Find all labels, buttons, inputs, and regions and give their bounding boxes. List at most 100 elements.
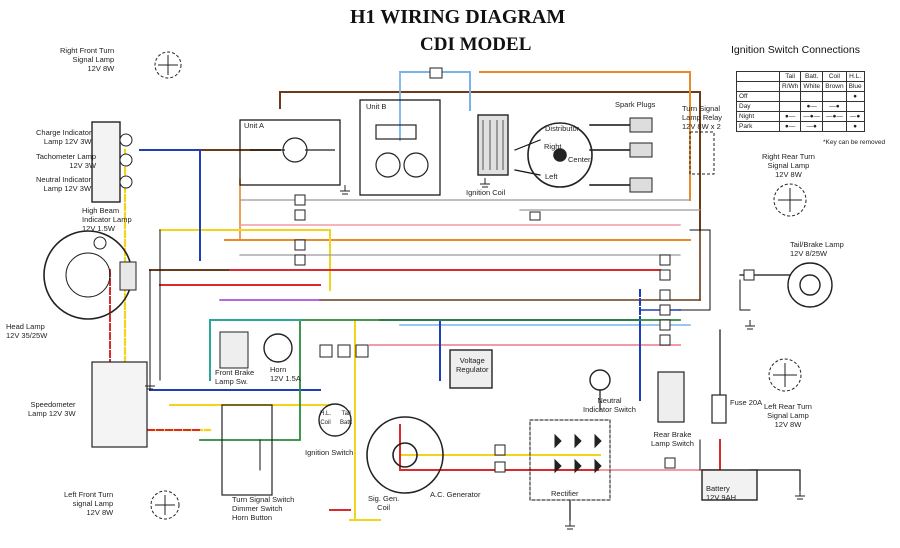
right-front-turn-lamp (154, 51, 182, 79)
label-fuse: Fuse 20A (730, 398, 763, 407)
label-right-front-turn: Right Front Turn Signal Lamp 12V 8W (60, 46, 115, 73)
label-unit-b: Unit B (366, 102, 387, 111)
rear-brake-switch (657, 371, 685, 423)
table-cell (736, 71, 780, 82)
label-high-beam: High Beam Indicator Lamp 12V 1.5W (82, 206, 132, 233)
black-wire (529, 419, 611, 501)
table-row-label: Park (736, 121, 780, 132)
neutral-indicator-switch (589, 369, 611, 391)
label-turn-signal-relay: Turn Signal Lamp Relay 12V 8W x 2 (682, 104, 723, 131)
table-row: Day ●——● (736, 101, 865, 112)
table-cell (736, 81, 780, 92)
table-header-tail: Tail (778, 71, 802, 82)
label-rear-brake-sw: Rear Brake Lamp Switch (651, 430, 694, 448)
label-head-lamp: Head Lamp 12V 35/25W (6, 322, 48, 340)
front-brake-switch (219, 331, 249, 369)
unit-b (375, 124, 429, 178)
ignition-connections-table: Tail Batt. Coil H.L. R/Wh White Brown Bl… (736, 71, 865, 132)
table-row-label: Day (736, 101, 780, 112)
label-left-rear-turn: Left Rear Turn Signal Lamp 12V 8W (764, 402, 812, 429)
label-ignition-coil: Ignition Coil (466, 188, 506, 197)
table-row: Tail Batt. Coil H.L. (736, 71, 865, 82)
label-ignition-switch: Ignition Switch (305, 448, 354, 457)
label-left: Left (545, 172, 558, 181)
blue-wire (379, 319, 641, 401)
lightblue-wire (399, 71, 471, 111)
ignition-coil (477, 114, 509, 176)
label-tail-brake: Tail/Brake Lamp 12V 8/25W (790, 240, 844, 258)
table-wire-color: White (800, 81, 824, 92)
black-wire (739, 279, 751, 311)
left-rear-turn-lamp (768, 358, 802, 392)
red-wire (399, 424, 601, 471)
table-wire-color: Blue (845, 81, 865, 92)
label-charge-indicator: Charge Indicator Lamp 12V 3W (36, 128, 92, 146)
brown-wire (279, 91, 701, 231)
table-header-batt: Batt. (800, 71, 824, 82)
green-wire (199, 319, 681, 441)
table-wire-color: Brown (822, 81, 847, 92)
handlebar-switch-box (221, 404, 273, 496)
left-front-turn-lamp (150, 490, 180, 520)
table-row: R/Wh White Brown Blue (736, 81, 865, 92)
ground-symbols (145, 178, 805, 530)
ignition-switch (318, 403, 352, 437)
label-front-brake-sw: Front Brake Lamp Sw. (215, 368, 255, 386)
label-sw-tail-batt: Tail Batt. (340, 411, 353, 426)
label-handlebar-switches: Turn Signal Switch Dimmer Switch Horn Bu… (232, 495, 295, 522)
table-header-coil: Coil (822, 71, 847, 82)
blue-wire (139, 149, 201, 261)
label-left-front-turn: Left Front Turn signal Lamp 12V 8W (64, 490, 114, 517)
diagram-title: H1 WIRING DIAGRAM (350, 6, 566, 28)
label-horn: Horn 12V 1.5A (270, 365, 301, 383)
black-wire (239, 119, 341, 186)
ac-generator (366, 416, 444, 494)
black-wire (749, 469, 801, 491)
label-voltage-regulator: Voltage Regulator (456, 356, 489, 374)
label-speedometer-lamp: Speedometer Lamp 12V 3W (28, 400, 76, 418)
rectifier (554, 433, 602, 474)
head-lamp (43, 230, 137, 320)
black-wire (679, 229, 711, 311)
label-right-rear-turn: Right Rear Turn Signal Lamp 12V 8W (762, 152, 815, 179)
diagram-subtitle: CDI MODEL (420, 34, 532, 55)
table-header-hl: H.L. (845, 71, 865, 82)
label-neutral-indicator-lamp: Neutral Indicator Lamp 12V 3W (36, 175, 92, 193)
black-wire (359, 99, 441, 196)
label-right: Right (544, 142, 562, 151)
label-distributor: Distributor (545, 124, 580, 133)
tail-brake-lamp (787, 262, 833, 308)
speedometer-lamp (91, 361, 148, 448)
black-wire (514, 139, 541, 176)
table-row: Off ● (736, 91, 865, 102)
label-tachometer-lamp: Tachometer Lamp 12V 3W (36, 152, 97, 170)
table-row: Park ●——●● (736, 121, 865, 132)
black-wire (589, 124, 631, 186)
spark-plugs (629, 117, 653, 193)
ignition-table-note: *Key can be removed (823, 139, 886, 146)
table-row: Night ●——●——●——● (736, 111, 865, 122)
table-row-label: Off (736, 91, 780, 102)
fuse (711, 394, 727, 424)
label-ac-generator: A.C. Generator (430, 490, 481, 499)
table-wire-color: R/Wh (778, 81, 802, 92)
label-center: Center (568, 155, 591, 164)
distributor (527, 122, 593, 188)
label-battery: Battery 12V 9AH (706, 484, 737, 502)
turn-signal-relay (689, 131, 715, 175)
ignition-table-title: Ignition Switch Connections (731, 44, 860, 56)
indicator-lamp-cluster (91, 121, 133, 203)
label-unit-a: Unit A (244, 121, 265, 130)
horn (263, 333, 293, 363)
unit-a (250, 137, 335, 163)
label-sw-hl-coil: H.L. Coil (320, 411, 332, 426)
battery (701, 469, 758, 501)
label-neutral-switch: Neutral Indicator Switch (583, 396, 636, 414)
voltage-regulator (449, 349, 493, 389)
label-rectifier: Rectifier (551, 489, 579, 498)
label-sig-gen-coil: Sig. Gen. Coil (368, 494, 400, 512)
label-spark-plugs: Spark Plugs (615, 100, 656, 109)
connectors (294, 67, 755, 473)
